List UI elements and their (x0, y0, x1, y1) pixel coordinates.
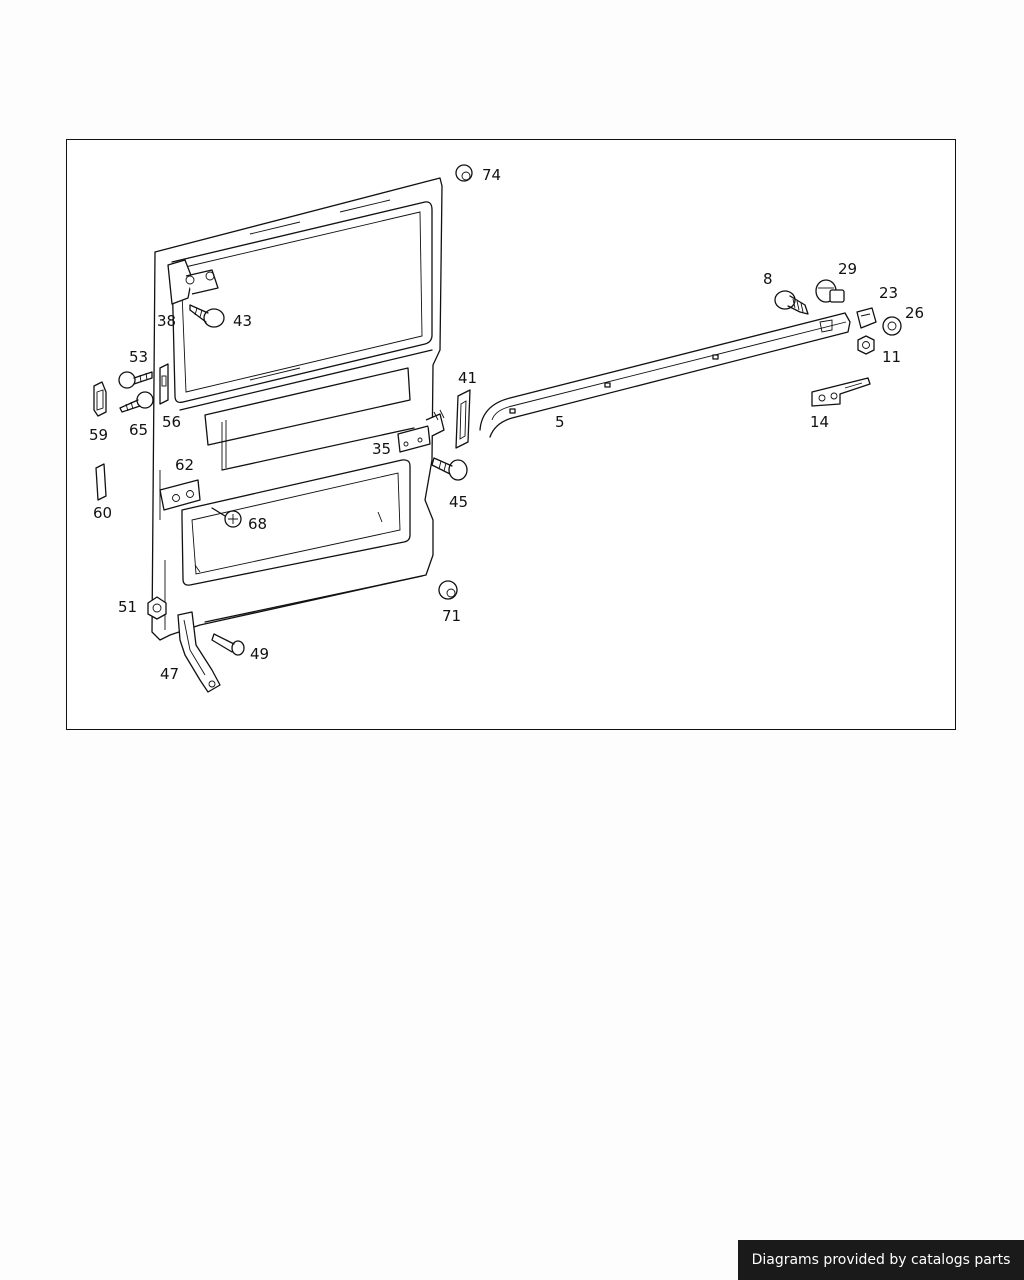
callout-51: 51 (118, 598, 137, 616)
part-60-pad (95, 463, 107, 501)
callout-49: 49 (250, 645, 269, 663)
callout-60: 60 (93, 504, 112, 522)
callout-29: 29 (838, 260, 857, 278)
callout-65: 65 (129, 421, 148, 439)
part-49-pin (211, 633, 245, 656)
part-53-screw (118, 371, 153, 389)
part-14-roller-carriage (811, 377, 871, 407)
door-panel (151, 177, 443, 641)
callout-71: 71 (442, 607, 461, 625)
part-26-nut (882, 316, 902, 336)
callout-5: 5 (555, 413, 565, 431)
part-29-buffer (815, 279, 845, 303)
part-74-bumper (455, 164, 473, 182)
part-68-screw (211, 507, 242, 528)
callout-68: 68 (248, 515, 267, 533)
callout-53: 53 (129, 348, 148, 366)
guide-rail-5 (479, 312, 851, 438)
part-59-guide (93, 381, 107, 417)
callout-43: 43 (233, 312, 252, 330)
callout-8: 8 (763, 270, 773, 288)
part-38-upper-hinge (167, 259, 219, 305)
callout-41: 41 (458, 369, 477, 387)
callout-14: 14 (810, 413, 829, 431)
callout-59: 59 (89, 426, 108, 444)
callout-35: 35 (372, 440, 391, 458)
part-65-screw (119, 391, 154, 413)
part-45-bolt (431, 457, 468, 481)
part-56-plate (159, 363, 169, 405)
credit-banner: Diagrams provided by catalogs parts (738, 1240, 1024, 1280)
part-11-nut (857, 335, 875, 355)
part-35-catch (397, 409, 445, 453)
part-71-bumper (438, 580, 458, 600)
part-8-bolt (774, 290, 809, 315)
callout-74: 74 (482, 166, 501, 184)
callout-62: 62 (175, 456, 194, 474)
callout-labels: 74 8 29 23 26 11 14 5 41 35 45 38 43 53 … (89, 166, 924, 683)
part-23-clip (856, 307, 877, 329)
callout-23: 23 (879, 284, 898, 302)
part-51-nut (147, 596, 167, 620)
diagram-frame (66, 139, 956, 730)
callout-26: 26 (905, 304, 924, 322)
part-41-striker-plate (455, 389, 471, 449)
callout-38: 38 (157, 312, 176, 330)
callout-47: 47 (160, 665, 179, 683)
part-43-screw (189, 304, 225, 328)
callout-45: 45 (449, 493, 468, 511)
part-62-bracket (159, 479, 201, 511)
callout-56: 56 (162, 413, 181, 431)
part-47-lower-hinge (177, 611, 221, 693)
callout-11: 11 (882, 348, 901, 366)
